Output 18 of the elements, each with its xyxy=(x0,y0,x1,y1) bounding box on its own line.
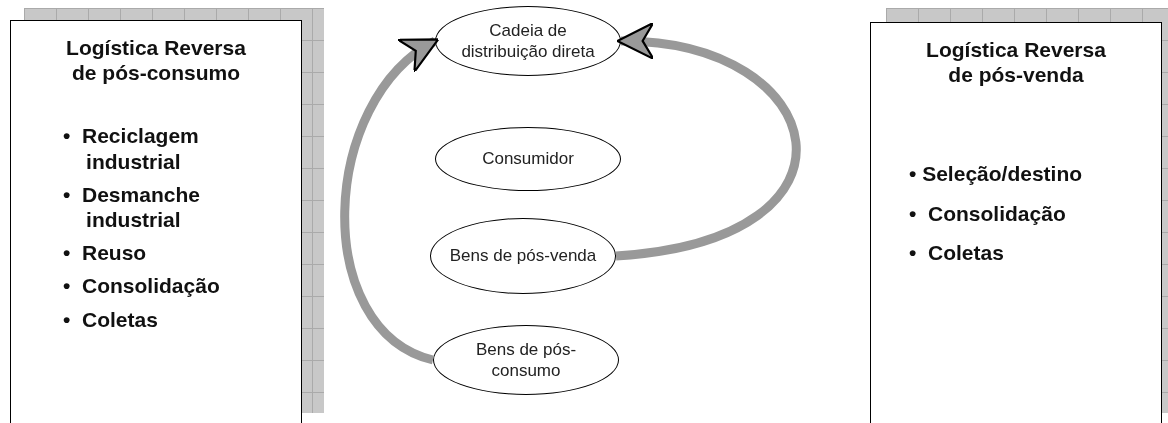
node-label: Bens de pós-consumo xyxy=(474,338,578,382)
list-item: • Desmanche industrial xyxy=(63,181,201,233)
list-item: • Reuso xyxy=(63,240,148,266)
list-item: • Reciclagem industrial xyxy=(63,123,200,174)
panel-heading: Logística Reversa de pós-venda xyxy=(925,37,1107,88)
curved-arrow xyxy=(340,37,440,365)
text-panel xyxy=(10,20,302,423)
text-panel xyxy=(870,22,1162,423)
node-label: Consumidor xyxy=(482,148,574,170)
list-item: • Coletas xyxy=(63,306,159,332)
node-label: Cadeia de distribuição direta xyxy=(460,19,596,63)
list-item: • Seleção/destino xyxy=(909,161,1084,187)
list-item: • Consolidação xyxy=(909,200,1067,226)
node-label: Bens de pós-venda xyxy=(449,245,597,267)
list-item: • Consolidação xyxy=(63,273,221,299)
panel-heading: Logística Reversa de pós-consumo xyxy=(65,35,247,86)
list-item: • Coletas xyxy=(909,239,1005,265)
curved-arrow xyxy=(615,24,801,261)
